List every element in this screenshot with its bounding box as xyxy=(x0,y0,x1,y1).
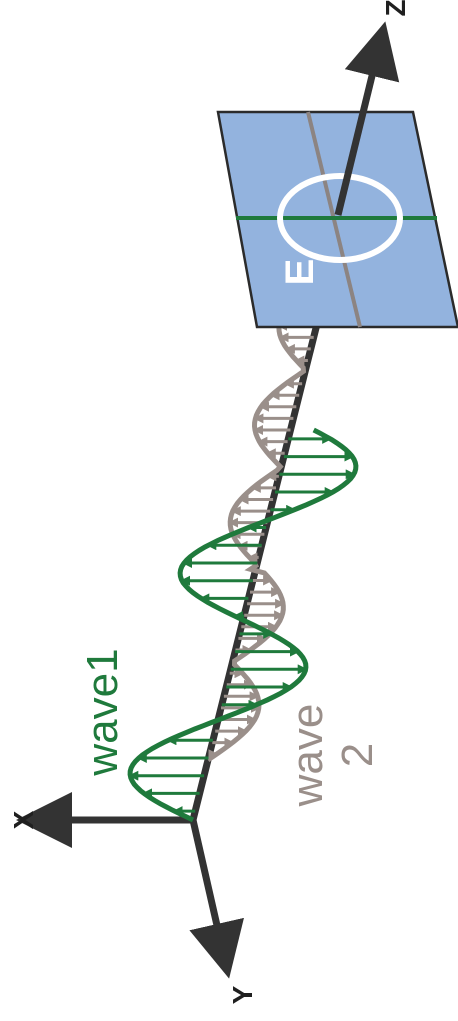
wave2-label-line1: wave xyxy=(283,704,332,808)
x-axis-label: X xyxy=(8,810,39,829)
field-label: E xyxy=(278,259,322,286)
y-axis xyxy=(193,820,226,965)
wave2-label-line2: 2 xyxy=(333,743,382,767)
z-axis-label: Z xyxy=(380,0,411,17)
y-axis-label: Y xyxy=(227,985,258,1004)
wave1-label: wave1 xyxy=(78,648,127,776)
